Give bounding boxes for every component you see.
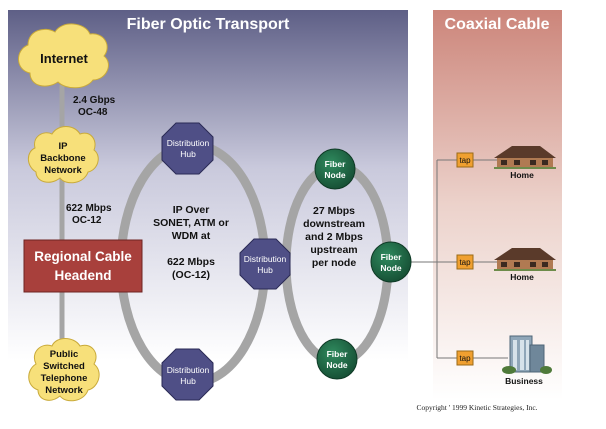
ip-backbone-cloud: IP Backbone Network: [27, 126, 99, 184]
link-oc-internet: OC-48: [78, 107, 108, 118]
home-icon: [494, 146, 556, 169]
fiber-header: Fiber Optic Transport: [127, 16, 290, 33]
svg-text:Node: Node: [326, 360, 348, 370]
svg-text:upstream: upstream: [310, 244, 357, 256]
fiber-node-top: Fiber Node: [314, 148, 356, 190]
home-icon: [494, 248, 556, 271]
svg-text:622 Mbps: 622 Mbps: [167, 256, 215, 268]
svg-text:tap: tap: [459, 156, 471, 165]
tap-3: tap: [456, 350, 474, 366]
svg-text:27 Mbps: 27 Mbps: [313, 205, 355, 217]
svg-text:Node: Node: [324, 170, 346, 180]
svg-text:(OC-12): (OC-12): [172, 269, 210, 281]
svg-text:Fiber: Fiber: [381, 252, 402, 262]
distribution-hub-top: Distribution Hub: [161, 122, 214, 175]
hub-middle-label-1: Distribution: [244, 254, 287, 264]
tap-1: tap: [456, 152, 474, 168]
distribution-hub-bottom: Distribution Hub: [161, 348, 214, 401]
svg-text:and 2 Mbps: and 2 Mbps: [305, 231, 363, 243]
svg-text:tap: tap: [459, 258, 471, 267]
internet-cloud: Internet: [18, 23, 109, 89]
hub-top-label-2: Hub: [180, 149, 196, 159]
hub-bottom-label-2: Hub: [180, 376, 196, 386]
link-speed-internet: 2.4 Gbps: [73, 95, 116, 106]
pstn-cloud: Public Switched Telephone Network: [28, 338, 100, 402]
pstn-label-1: Public: [50, 349, 79, 360]
tap-2: tap: [456, 254, 474, 270]
svg-text:tap: tap: [459, 354, 471, 363]
coax-header: Coaxial Cable: [445, 16, 550, 33]
distribution-hub-middle: Distribution Hub: [239, 238, 291, 290]
fiber-node-bottom: Fiber Node: [316, 338, 358, 380]
hub-ring-text: IP Over SONET, ATM or WDM at 622 Mbps (O…: [153, 204, 229, 281]
node-ring-text: 27 Mbps downstream and 2 Mbps upstream p…: [303, 205, 365, 269]
svg-text:Node: Node: [380, 263, 402, 273]
ip-backbone-label-1: IP: [59, 141, 69, 152]
pstn-label-4: Network: [45, 385, 83, 396]
copyright-text: Copyright ' 1999 Kinetic Strategies, Inc…: [416, 403, 537, 412]
internet-label: Internet: [40, 51, 88, 66]
hub-top-label-1: Distribution: [167, 138, 210, 148]
hub-bottom-label-1: Distribution: [167, 365, 210, 375]
link-oc-headend: OC-12: [72, 215, 102, 226]
pstn-label-2: Switched: [43, 361, 85, 372]
svg-text:Fiber: Fiber: [325, 159, 346, 169]
headend-label-1: Regional Cable: [34, 249, 132, 264]
fiber-node-right: Fiber Node: [370, 241, 412, 283]
coax-lines: [400, 159, 508, 359]
home-label-2: Home: [510, 272, 534, 282]
hub-middle-label-2: Hub: [257, 265, 273, 275]
business-label: Business: [505, 376, 543, 386]
ip-backbone-label-2: Backbone: [40, 153, 85, 164]
regional-cable-headend: Regional Cable Headend: [23, 239, 143, 293]
ip-backbone-label-3: Network: [44, 165, 82, 176]
pstn-label-3: Telephone: [41, 373, 88, 384]
svg-text:downstream: downstream: [303, 218, 365, 230]
svg-text:WDM at: WDM at: [172, 230, 211, 242]
svg-text:Fiber: Fiber: [327, 349, 348, 359]
headend-label-2: Headend: [54, 268, 111, 283]
coax-region: [433, 10, 562, 400]
link-speed-headend: 622 Mbps: [66, 203, 112, 214]
home-label-1: Home: [510, 170, 534, 180]
svg-text:per node: per node: [312, 257, 356, 269]
svg-text:SONET, ATM or: SONET, ATM or: [153, 217, 229, 229]
business-building-icon: [502, 335, 552, 374]
svg-text:IP Over: IP Over: [173, 204, 210, 216]
